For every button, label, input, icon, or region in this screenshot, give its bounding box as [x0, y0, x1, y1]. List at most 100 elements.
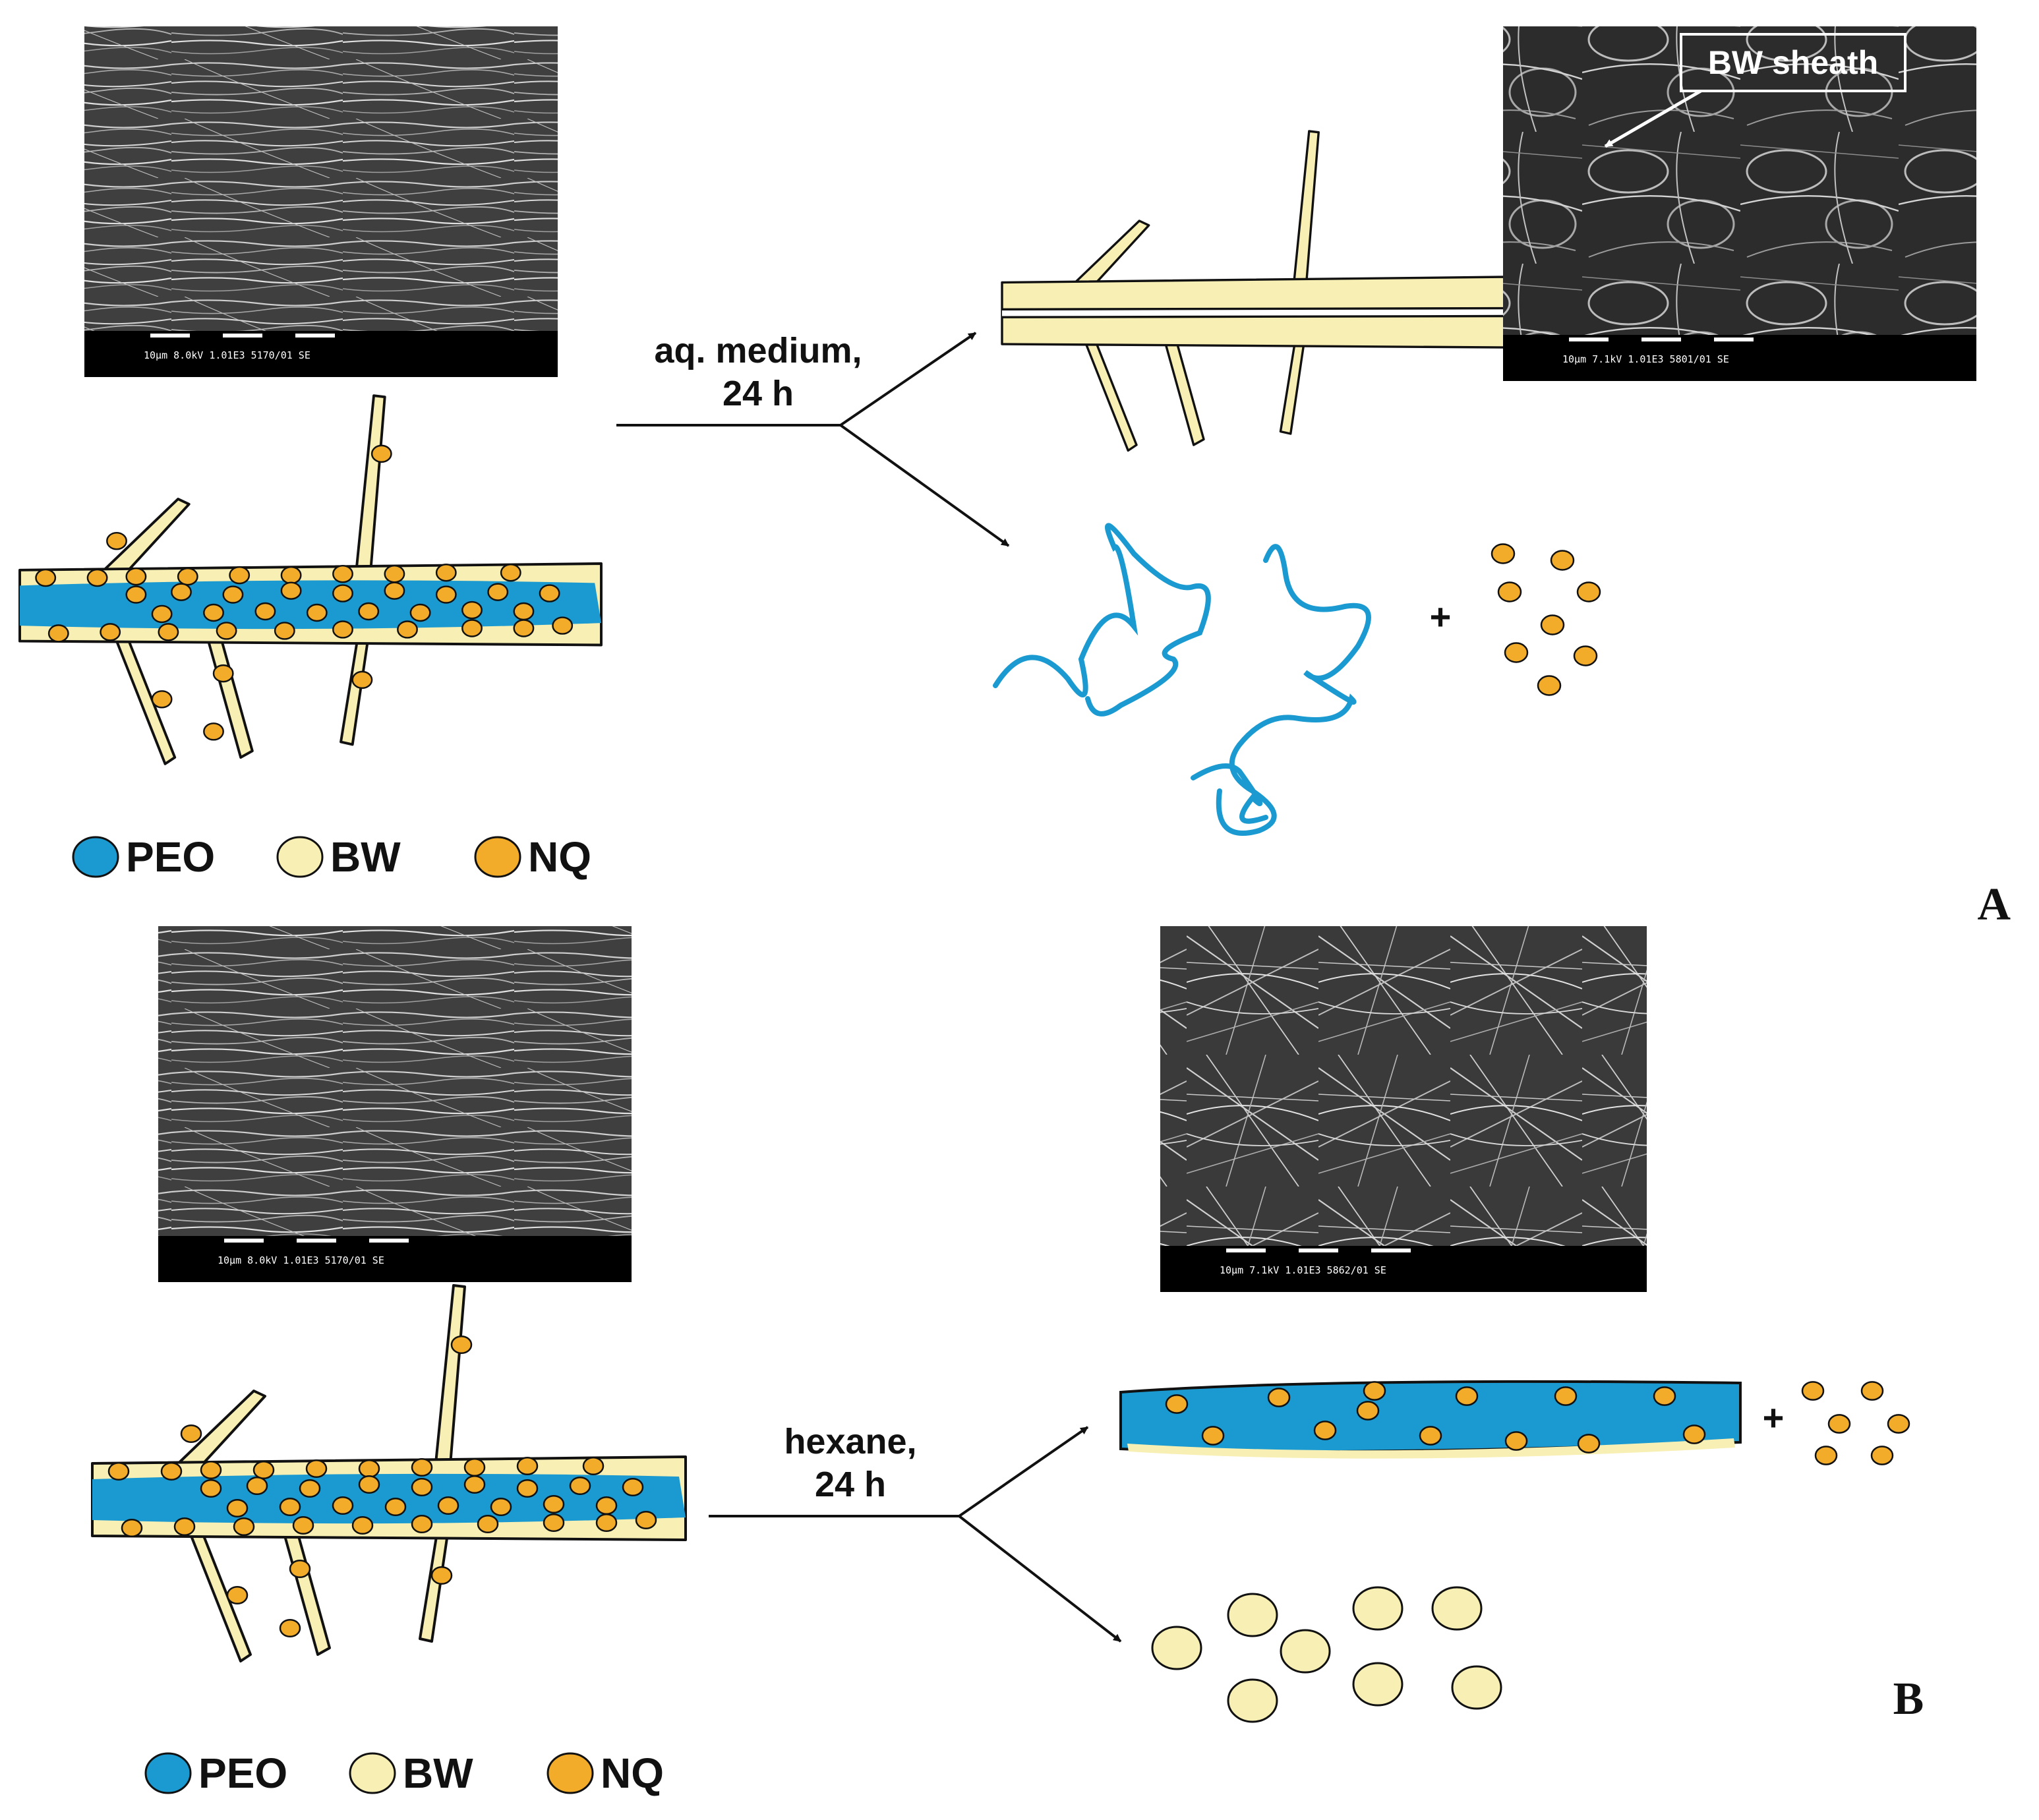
nq-particle — [252, 1461, 275, 1479]
sem-fibers — [1503, 26, 1976, 335]
scale-bar — [1226, 1248, 1266, 1252]
scale-bar — [1569, 338, 1609, 341]
sem-fibers — [158, 926, 632, 1236]
peo-core — [92, 1473, 686, 1524]
nq-particle — [435, 564, 457, 582]
nq-particle — [1814, 1446, 1838, 1465]
nq-particle — [177, 567, 198, 586]
scale-bar — [1371, 1248, 1411, 1252]
nq-particle — [246, 1477, 268, 1495]
bw-droplet — [1431, 1586, 1483, 1631]
reaction-arrow: aq. medium, 24 h — [616, 331, 1010, 547]
nq-particle — [1550, 550, 1575, 571]
nq-particle — [233, 1517, 255, 1536]
nq-particle — [516, 1457, 539, 1475]
nq-particle — [106, 531, 127, 550]
nq-particle — [226, 1586, 249, 1604]
nq-particle — [582, 1457, 605, 1475]
arrow-upper — [958, 1426, 1089, 1517]
nq-particle — [1540, 614, 1565, 635]
bw-branch — [340, 633, 370, 746]
nq-particle — [384, 581, 405, 600]
nq-particle — [1827, 1414, 1851, 1434]
nq-particle — [121, 1519, 143, 1537]
nq-particle — [222, 585, 244, 604]
sem-databar — [1503, 335, 1976, 381]
dissolved-peo-chains — [993, 523, 1371, 836]
nq-particle — [411, 1458, 433, 1477]
bw-droplet — [1151, 1626, 1202, 1670]
nq-particle — [513, 619, 535, 637]
bw-droplet — [1280, 1629, 1331, 1674]
nq-particle — [226, 1499, 249, 1517]
bw-sheath-callout: BW sheath — [1604, 33, 1906, 148]
nq-particle — [1313, 1421, 1337, 1440]
nq-particle — [151, 690, 173, 709]
nq-particle — [435, 585, 457, 604]
core-sheath-fiber — [18, 394, 603, 765]
callout-arrow — [1604, 89, 1702, 148]
legend-label-bw: BW — [330, 833, 401, 881]
nq-particle — [1554, 1386, 1578, 1406]
nq-particle — [1497, 581, 1522, 602]
scale-bar — [1641, 338, 1681, 341]
nq-particle — [289, 1560, 311, 1578]
legend-swatch-nq — [547, 1752, 594, 1794]
sem-a-before: 10µm 8.0kV 1.01E3 5170/01 SE — [84, 26, 558, 377]
peo-chain — [993, 523, 1211, 717]
nq-particle — [305, 1459, 328, 1478]
nq-particle — [280, 581, 302, 600]
panel-label-a: A — [1977, 879, 2011, 930]
nq-particle — [569, 1477, 591, 1495]
sem-info-text: 10µm 7.1kV 1.01E3 5862/01 SE — [1220, 1264, 1386, 1276]
nq-particle — [1682, 1424, 1706, 1444]
nq-particle — [635, 1511, 657, 1529]
nq-particle — [1870, 1446, 1894, 1465]
nq-particle — [384, 564, 405, 583]
nq-particle — [1801, 1381, 1825, 1401]
nq-particle — [1363, 1381, 1386, 1401]
bw-branch — [1279, 337, 1306, 435]
sem-b-before: 10µm 8.0kV 1.01E3 5170/01 SE — [158, 926, 632, 1282]
legend-swatch-nq — [474, 836, 521, 878]
nq-particle — [1653, 1386, 1676, 1406]
sem-info-text: 10µm 7.1kV 1.01E3 5801/01 SE — [1562, 353, 1729, 365]
nq-particle — [450, 1336, 473, 1354]
nq-particle — [543, 1513, 565, 1532]
nq-particle — [595, 1496, 618, 1515]
condition-line-1: aq. medium, — [654, 331, 862, 370]
nq-particle — [212, 664, 234, 683]
nq-particle — [332, 564, 353, 583]
legend-swatch-peo — [72, 836, 119, 878]
condition-line-2: 24 h — [723, 374, 794, 413]
nq-particle — [1267, 1388, 1291, 1407]
nq-particle — [513, 602, 535, 621]
nq-particle — [279, 1619, 301, 1637]
scale-bar — [1299, 1248, 1338, 1252]
gap-edge — [1001, 314, 1507, 318]
nq-particle — [100, 623, 121, 641]
gap-edge — [1001, 307, 1507, 310]
legend-label-peo: PEO — [126, 833, 215, 881]
legend-swatch-peo — [144, 1752, 192, 1794]
nq-particle — [477, 1515, 499, 1533]
scale-bar — [224, 1239, 264, 1243]
nq-particle — [332, 620, 353, 639]
legend-label-nq: NQ — [528, 833, 591, 881]
hollow-fiber — [1001, 130, 1508, 452]
nq-particle — [158, 623, 179, 641]
nq-particle — [1165, 1394, 1189, 1414]
nq-particle — [180, 1424, 202, 1443]
nq-particle — [622, 1478, 644, 1496]
peo-core — [20, 580, 601, 630]
arrow-lower — [958, 1515, 1122, 1643]
nq-particle — [516, 1479, 539, 1498]
scale-bar — [1714, 338, 1754, 341]
nq-particle — [125, 567, 147, 586]
nq-particle — [200, 1461, 222, 1479]
sem-b-after: 10µm 7.1kV 1.01E3 5862/01 SE — [1160, 926, 1647, 1292]
nq-particle — [107, 1462, 130, 1481]
sem-a-after: 10µm 7.1kV 1.01E3 5801/01 SE — [1503, 26, 1976, 381]
plus-sign-a: + — [1430, 596, 1452, 637]
